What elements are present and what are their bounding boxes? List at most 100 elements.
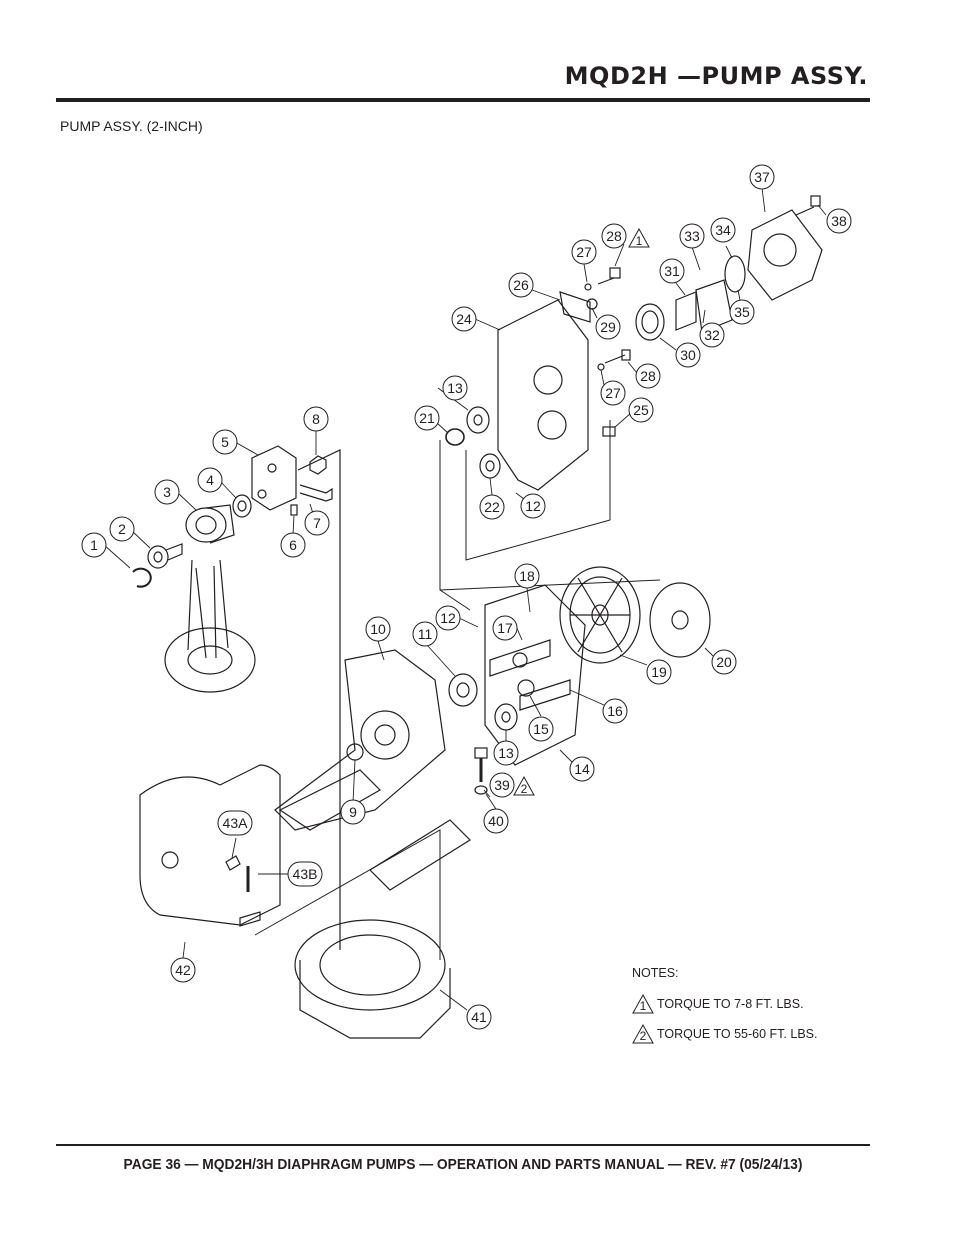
svg-text:8: 8 <box>312 411 320 427</box>
svg-text:20: 20 <box>716 654 732 670</box>
callout-29: 29 <box>595 314 621 340</box>
svg-text:32: 32 <box>704 327 720 343</box>
svg-text:18: 18 <box>519 568 535 584</box>
callout-43a: 43A <box>217 810 253 836</box>
warning-triangle-icon: 1 <box>632 994 654 1014</box>
callout-31: 31 <box>659 258 685 284</box>
callout-33: 33 <box>679 223 705 249</box>
callout-42: 42 <box>170 957 196 983</box>
part-callouts: 1 2 3 4 5 6 7 8 9 10 11 12 12 13 13 14 1… <box>81 164 852 1030</box>
svg-text:38: 38 <box>831 213 847 229</box>
svg-text:41: 41 <box>471 1009 487 1025</box>
svg-text:27: 27 <box>576 244 592 260</box>
svg-text:14: 14 <box>574 761 590 777</box>
note-marker: 1 <box>639 999 647 1013</box>
callout-13: 13 <box>493 740 519 766</box>
svg-text:33: 33 <box>684 228 700 244</box>
svg-text:13: 13 <box>447 380 463 396</box>
callout-10: 10 <box>365 616 391 642</box>
callout-30: 30 <box>675 342 701 368</box>
callout-37: 37 <box>749 164 775 190</box>
callout-9: 9 <box>340 799 366 825</box>
notes-section: NOTES: 1 TORQUE TO 7-8 FT. LBS. 2 TORQUE… <box>632 966 872 1053</box>
callout-7: 7 <box>304 510 330 536</box>
callout-25: 25 <box>628 397 654 423</box>
callout-15: 15 <box>528 716 554 742</box>
callout-18: 18 <box>514 563 540 589</box>
svg-text:19: 19 <box>651 664 667 680</box>
svg-text:27: 27 <box>605 385 621 401</box>
callout-43b: 43B <box>287 861 323 887</box>
svg-text:2: 2 <box>521 782 528 796</box>
callout-12: 12 <box>435 605 461 631</box>
callout-38: 38 <box>826 208 852 234</box>
footer-rule <box>56 1144 870 1146</box>
callout-32: 32 <box>699 322 725 348</box>
callout-2: 2 <box>109 516 135 542</box>
callout-20: 20 <box>711 649 737 675</box>
callout-5: 5 <box>212 429 238 455</box>
svg-text:6: 6 <box>289 537 297 553</box>
svg-text:24: 24 <box>456 311 472 327</box>
svg-text:10: 10 <box>370 621 386 637</box>
svg-text:1: 1 <box>90 537 98 553</box>
callout-4: 4 <box>197 467 223 493</box>
callout-3: 3 <box>154 479 180 505</box>
page-footer: PAGE 36 — MQD2H/3H DIAPHRAGM PUMPS — OPE… <box>123 1156 803 1173</box>
warning-triangle-1: 1 <box>628 227 650 248</box>
callout-28: 28 <box>601 223 627 249</box>
callout-17: 17 <box>492 615 518 641</box>
svg-text:29: 29 <box>600 319 616 335</box>
callout-34: 34 <box>710 217 736 243</box>
part-drawings <box>132 195 823 1039</box>
callout-41: 41 <box>466 1004 492 1030</box>
note-text: TORQUE TO 7-8 FT. LBS. <box>657 997 804 1011</box>
svg-text:28: 28 <box>640 368 656 384</box>
callout-26: 26 <box>508 272 534 298</box>
callout-16: 16 <box>602 698 628 724</box>
warning-markers: 1 2 <box>513 227 650 796</box>
svg-text:5: 5 <box>221 434 229 450</box>
warning-triangle-icon: 2 <box>632 1024 654 1044</box>
note-item: 1 TORQUE TO 7-8 FT. LBS. <box>632 993 872 1015</box>
callout-1: 1 <box>81 532 107 558</box>
note-item: 2 TORQUE TO 55-60 FT. LBS. <box>632 1023 872 1045</box>
svg-text:37: 37 <box>754 169 770 185</box>
callout-6: 6 <box>280 532 306 558</box>
svg-text:25: 25 <box>633 402 649 418</box>
callout-27: 27 <box>600 380 626 406</box>
svg-text:26: 26 <box>513 277 529 293</box>
callout-24: 24 <box>451 306 477 332</box>
title-rule <box>56 98 870 102</box>
svg-text:9: 9 <box>349 804 357 820</box>
callout-22: 22 <box>479 494 505 520</box>
svg-text:39: 39 <box>494 777 510 793</box>
callout-40: 40 <box>483 808 509 834</box>
svg-text:12: 12 <box>525 498 541 514</box>
svg-text:30: 30 <box>680 347 696 363</box>
svg-text:11: 11 <box>418 626 433 642</box>
callout-28: 28 <box>635 363 661 389</box>
diagram-subtitle: PUMP ASSY. (2-INCH) <box>60 118 203 134</box>
callout-14: 14 <box>569 756 595 782</box>
svg-text:15: 15 <box>533 721 549 737</box>
svg-text:31: 31 <box>664 263 680 279</box>
warning-triangle-2: 2 <box>513 775 535 796</box>
callout-13: 13 <box>442 375 468 401</box>
svg-text:1: 1 <box>636 234 643 248</box>
svg-text:43B: 43B <box>293 866 318 882</box>
svg-text:4: 4 <box>206 472 214 488</box>
svg-text:43A: 43A <box>223 815 249 831</box>
svg-text:34: 34 <box>715 222 731 238</box>
callout-21: 21 <box>414 405 440 431</box>
svg-text:2: 2 <box>118 521 126 537</box>
callout-27: 27 <box>571 239 597 265</box>
svg-text:28: 28 <box>606 228 622 244</box>
svg-text:3: 3 <box>163 484 171 500</box>
callout-12: 12 <box>520 493 546 519</box>
svg-text:17: 17 <box>497 620 513 636</box>
svg-text:16: 16 <box>607 703 623 719</box>
callout-19: 19 <box>646 659 672 685</box>
svg-text:13: 13 <box>498 745 514 761</box>
